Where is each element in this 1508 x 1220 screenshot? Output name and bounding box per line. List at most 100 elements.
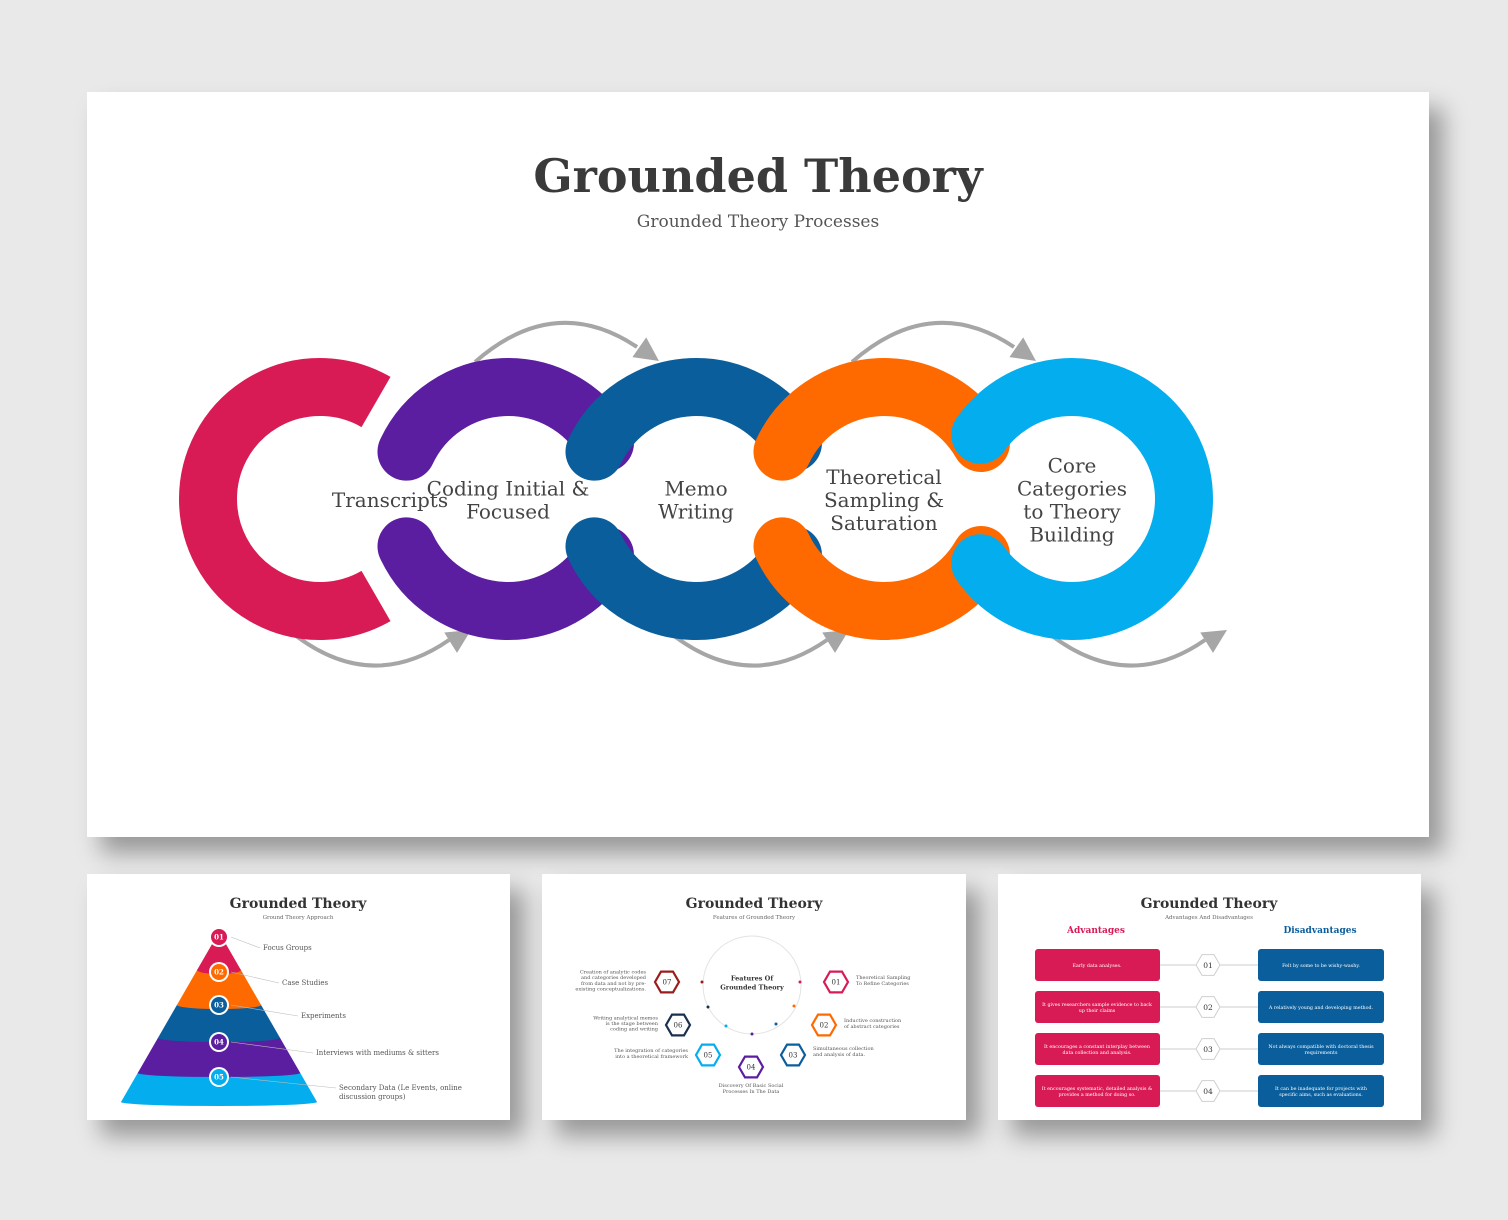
flow-arrow-top-1 bbox=[473, 320, 639, 364]
advantage-text: data collection and analysis. bbox=[1063, 1050, 1132, 1056]
feature-text: is the stage between bbox=[606, 1021, 659, 1027]
pyramid-badge-inner bbox=[211, 997, 227, 1013]
page-subtitle: Grounded Theory Processes bbox=[637, 212, 879, 232]
pyramid-level-base bbox=[121, 1098, 317, 1106]
advantage-text: Early data analyses. bbox=[1072, 963, 1121, 969]
thumbnail-features-slide[interactable]: Grounded Theory Features of Grounded The… bbox=[542, 874, 966, 1120]
advantage-text: provides a method for doing so. bbox=[1058, 1092, 1136, 1098]
pyramid-badge-inner bbox=[211, 964, 227, 980]
feature-text: into a theoretical framework bbox=[615, 1054, 689, 1060]
row-hexagon bbox=[1195, 996, 1221, 1018]
pyramid-level-2 bbox=[176, 970, 262, 1005]
disadvantage-box bbox=[1258, 991, 1384, 1023]
advantage-text: It encourages systematic, detailed analy… bbox=[1042, 1086, 1153, 1092]
advantages-heading: Advantages bbox=[1066, 926, 1125, 936]
process-ring-1 bbox=[179, 358, 391, 640]
process-ring-5 bbox=[951, 358, 1213, 640]
thumb-title: Grounded Theory bbox=[230, 896, 368, 912]
feature-dot bbox=[724, 1024, 728, 1028]
feature-number: 01 bbox=[832, 979, 841, 987]
pyramid-connector bbox=[230, 971, 280, 984]
flow-arrow-top-2 bbox=[850, 320, 1016, 364]
pyramid-number: 02 bbox=[214, 968, 224, 977]
flow-arrow-bottom-2 bbox=[661, 625, 829, 668]
flow-arrow-head-icon bbox=[1200, 630, 1227, 653]
flow-arrow-head-icon bbox=[632, 337, 659, 361]
feature-text: Theoretical Sampling bbox=[856, 975, 911, 981]
thumb-subtitle: Advantages And Disadvantages bbox=[1164, 915, 1253, 921]
pyramid-level-1 bbox=[197, 932, 241, 970]
row-number: 04 bbox=[1203, 1087, 1213, 1096]
thumbnail-pros-cons-slide[interactable]: Grounded Theory Advantages And Disadvant… bbox=[998, 874, 1421, 1120]
feature-text: and categories developed bbox=[581, 975, 647, 981]
process-step-label: Memo bbox=[664, 477, 727, 501]
feature-text: The integration of categories bbox=[614, 1048, 688, 1054]
flow-arrow-head-icon bbox=[444, 630, 471, 653]
feature-text: Discovery Of Basic Social bbox=[719, 1083, 784, 1089]
page-title: Grounded Theory bbox=[533, 149, 984, 203]
feature-text: Simultaneous collection bbox=[813, 1046, 875, 1052]
feature-dot bbox=[700, 980, 704, 984]
pyramid-badge-inner bbox=[211, 1034, 227, 1050]
row-hexagon bbox=[1195, 1080, 1221, 1102]
advantage-text: up their claims bbox=[1079, 1008, 1116, 1014]
thumb-subtitle: Features of Grounded Theory bbox=[713, 915, 796, 921]
advantage-box bbox=[1035, 1075, 1160, 1107]
process-step-label: Transcripts bbox=[332, 488, 448, 512]
feature-text: coding and writing bbox=[610, 1027, 659, 1033]
feature-hexagon bbox=[737, 1055, 765, 1079]
pyramid-badge-inner bbox=[211, 1069, 227, 1085]
process-step-label: Building bbox=[1029, 523, 1114, 547]
advantage-box bbox=[1035, 991, 1160, 1023]
row-hexagon bbox=[1195, 954, 1221, 976]
feature-dot bbox=[792, 1004, 796, 1008]
flow-arrow-head-icon bbox=[1009, 337, 1036, 361]
pyramid-number: 01 bbox=[214, 933, 224, 942]
pyramid-label: Case Studies bbox=[282, 979, 328, 987]
thumbnail-pyramid-slide[interactable]: Grounded Theory Ground Theory Approach 0… bbox=[87, 874, 510, 1120]
feature-number: 05 bbox=[704, 1052, 713, 1060]
pyramid-label: Focus Groups bbox=[263, 944, 312, 952]
center-label: Grounded Theory bbox=[720, 984, 784, 992]
row-hexagon bbox=[1195, 1038, 1221, 1060]
process-step-label: Sampling & bbox=[824, 488, 944, 512]
center-label: Features Of bbox=[731, 975, 774, 983]
feature-text: existing conceptualizations. bbox=[575, 986, 646, 992]
feature-text: To Refine Categories bbox=[856, 981, 909, 987]
disadvantage-text: A relatively young and developing method… bbox=[1268, 1005, 1374, 1011]
pyramid-connector bbox=[230, 1076, 337, 1089]
advantage-box bbox=[1035, 1033, 1160, 1065]
process-step-label: Coding Initial & bbox=[427, 477, 590, 501]
disadvantages-heading: Disadvantages bbox=[1283, 926, 1356, 936]
feature-text: Creation of analytic codes bbox=[580, 970, 647, 976]
advantage-text: It encourages a constant interplay betwe… bbox=[1044, 1044, 1150, 1050]
feature-dot bbox=[750, 1032, 754, 1036]
pyramid-label: Experiments bbox=[301, 1012, 346, 1020]
feature-number: 04 bbox=[747, 1064, 756, 1072]
process-step-label: to Theory bbox=[1023, 500, 1121, 524]
feature-text: of abstract categories bbox=[844, 1024, 900, 1030]
feature-number: 03 bbox=[789, 1052, 798, 1060]
process-step-label: Writing bbox=[658, 500, 734, 524]
pyramid-level-5 bbox=[121, 1073, 317, 1102]
disadvantage-text: Felt by some to be wishy-washy. bbox=[1282, 963, 1360, 969]
feature-dot bbox=[774, 1022, 778, 1026]
feature-hexagon bbox=[694, 1043, 722, 1067]
feature-text: and analysis of data. bbox=[813, 1052, 866, 1058]
pyramid-level-4 bbox=[137, 1038, 301, 1073]
feature-dot bbox=[706, 1005, 710, 1009]
row-number: 02 bbox=[1203, 1003, 1213, 1012]
feature-text: from data and not by pre- bbox=[581, 981, 646, 987]
process-step-label: Theoretical bbox=[826, 465, 941, 489]
thumb-title: Grounded Theory bbox=[1141, 896, 1279, 912]
disadvantage-box bbox=[1258, 949, 1384, 981]
thumb-title: Grounded Theory bbox=[686, 896, 824, 912]
disadvantage-text: It can be inadequate for projects with bbox=[1275, 1086, 1367, 1092]
main-slide: Grounded Theory Grounded Theory Processe… bbox=[87, 92, 1429, 837]
feature-number: 02 bbox=[820, 1022, 829, 1030]
feature-text: Writing analytical memos bbox=[593, 1015, 658, 1021]
disadvantage-box bbox=[1258, 1075, 1384, 1107]
advantage-box bbox=[1035, 949, 1160, 981]
flow-arrow-head-icon bbox=[822, 630, 849, 653]
